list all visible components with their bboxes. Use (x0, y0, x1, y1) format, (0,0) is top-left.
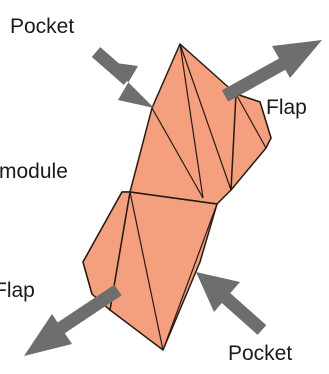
fold-lines (109, 43, 267, 351)
upper-right-flap (230, 93, 272, 191)
flap-right-arrow-icon (221, 40, 322, 102)
pocket-bottom-arrow-icon (196, 272, 267, 335)
module-label: module (0, 160, 68, 183)
pocket-top-label: Pocket (10, 15, 74, 38)
flap-left-label: Flap (0, 279, 35, 302)
flap-right-label: Flap (266, 96, 307, 119)
flap-left-arrow-icon (24, 284, 122, 356)
pocket-top-arrow-icon (91, 47, 154, 108)
pocket-bottom-label: Pocket (228, 342, 292, 365)
paper-module (82, 43, 272, 351)
arrows (24, 40, 322, 356)
